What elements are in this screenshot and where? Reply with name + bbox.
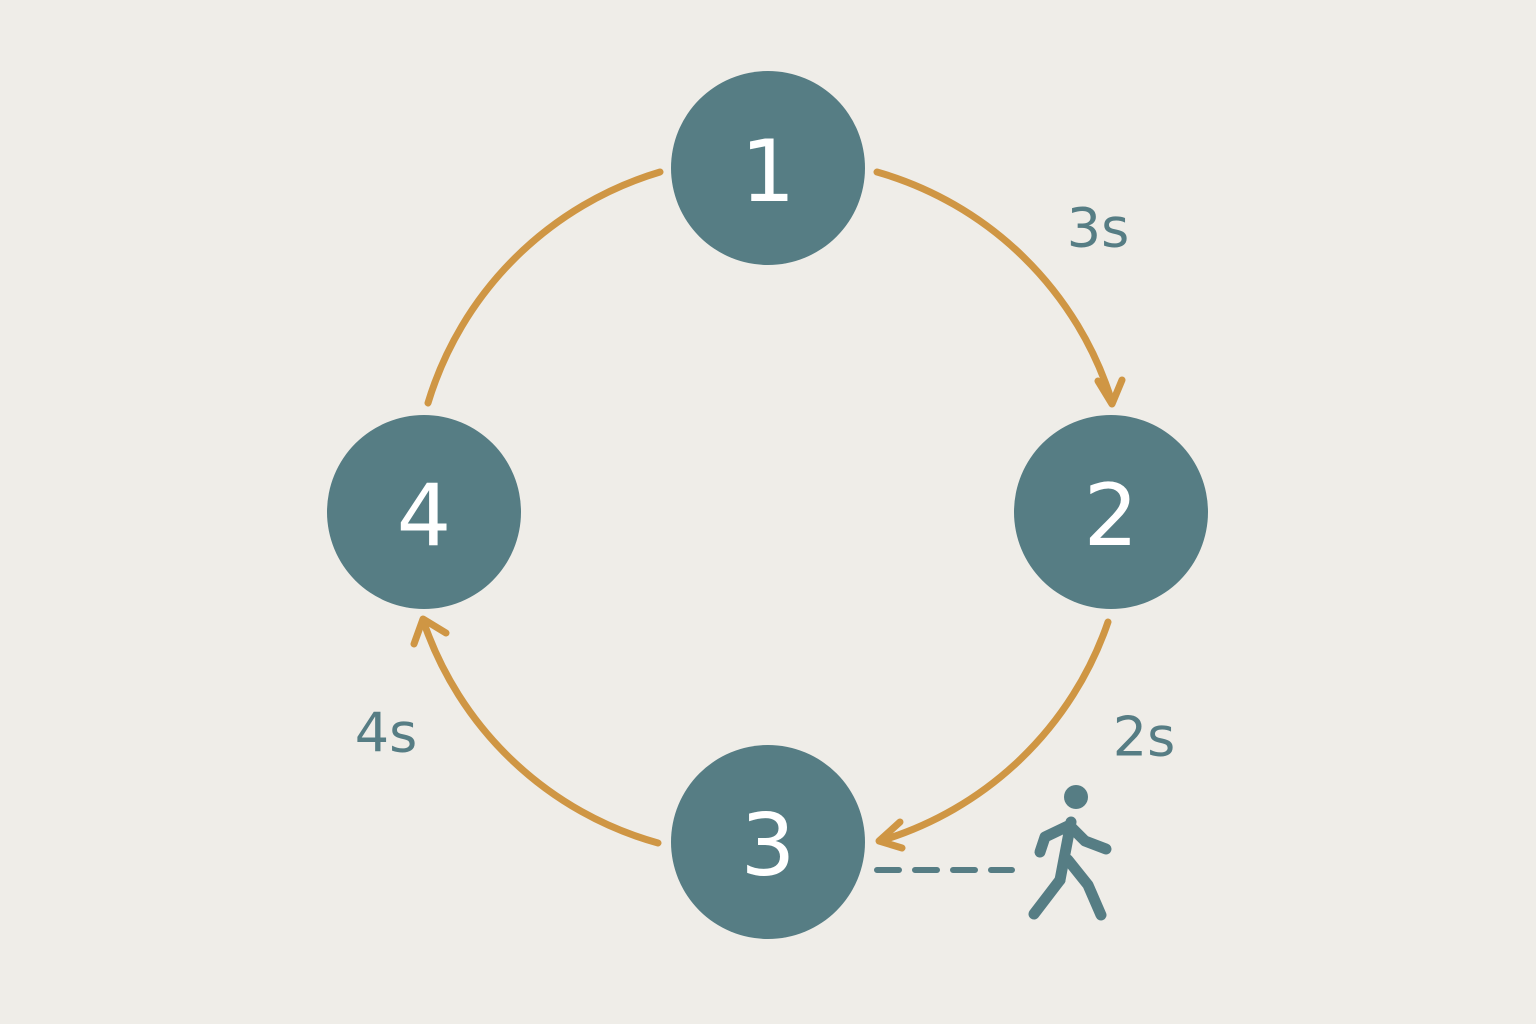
duration-label-1-to-2: 3s bbox=[1067, 197, 1130, 260]
pedestrian-back-leg bbox=[1028, 874, 1066, 920]
node-4-circle bbox=[327, 415, 521, 609]
node-3: 3 bbox=[671, 745, 865, 939]
node-2-circle bbox=[1014, 415, 1208, 609]
pedestrian-front-leg bbox=[1062, 854, 1107, 921]
pedestrian-head bbox=[1064, 785, 1088, 809]
arrow-4-to-1 bbox=[424, 168, 664, 407]
arrow-1-to-2-head bbox=[1094, 376, 1126, 408]
arrow-3-to-4 bbox=[419, 616, 662, 847]
arrow-2-to-3 bbox=[876, 618, 1112, 845]
node-4: 4 bbox=[327, 415, 521, 609]
arrow-3-to-4-head bbox=[410, 615, 450, 648]
node-1-circle bbox=[671, 71, 865, 265]
node-3-circle bbox=[671, 745, 865, 939]
arrow-2-to-3-head bbox=[875, 818, 906, 852]
duration-label-2-to-3: 2s bbox=[1113, 706, 1176, 769]
node-2-label: 2 bbox=[1084, 466, 1139, 566]
node-3-label: 3 bbox=[741, 796, 796, 896]
node-4-label: 4 bbox=[397, 466, 452, 566]
pedestrian-walking-icon bbox=[1028, 785, 1112, 921]
duration-label-3-to-4: 4s bbox=[355, 702, 418, 765]
arrow-1-to-2 bbox=[873, 168, 1116, 406]
node-1: 1 bbox=[671, 71, 865, 265]
node-2: 2 bbox=[1014, 415, 1208, 609]
pedestrian-front-arm bbox=[1064, 820, 1112, 855]
pedestrian-back-arm bbox=[1034, 820, 1074, 858]
node-1-label: 1 bbox=[741, 122, 796, 222]
